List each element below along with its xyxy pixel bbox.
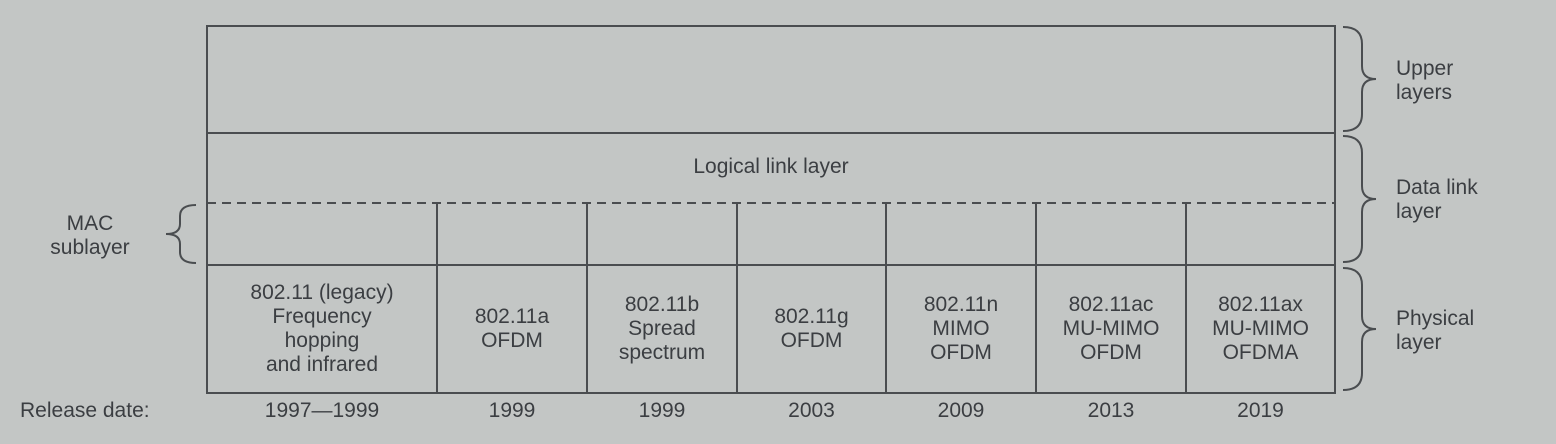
mac-sublayer-label: MAC sublayer xyxy=(30,212,150,260)
standard-cell-80211n: 802.11n MIMO OFDM xyxy=(886,266,1036,392)
standard-cell-legacy: 802.11 (legacy) Frequency hopping and in… xyxy=(207,266,437,392)
logical-link-layer-label: Logical link layer xyxy=(693,155,849,178)
release-date-80211ax: 2019 xyxy=(1237,399,1284,422)
data-link-layer-brace xyxy=(1342,135,1377,263)
upper-layers-label-line: layers xyxy=(1396,81,1453,104)
standard-tech: MU-MIMO xyxy=(1062,317,1160,340)
physical-label-line: Physical xyxy=(1396,307,1475,330)
standard-tech: OFDM xyxy=(1080,341,1142,364)
release-date-80211n: 2009 xyxy=(937,399,985,422)
mac-label-line: sublayer xyxy=(50,236,130,259)
data-link-label-line: Data link xyxy=(1396,176,1478,199)
standard-tech: hopping xyxy=(284,329,360,352)
upper-layers-brace xyxy=(1342,26,1377,132)
standard-tech: spectrum xyxy=(618,341,706,364)
standard-cell-80211g: 802.11g OFDM xyxy=(737,266,886,392)
standard-name: 802.11ax xyxy=(1218,293,1303,316)
mac-sublayer-brace xyxy=(165,204,197,264)
data-link-layer-label: Data link layer xyxy=(1396,176,1478,224)
data-link-label-line: layer xyxy=(1396,200,1442,223)
standard-tech: MIMO xyxy=(932,317,990,340)
standard-tech: MU-MIMO xyxy=(1212,317,1309,340)
physical-layer-label: Physical layer xyxy=(1396,307,1474,355)
standard-tech: Frequency xyxy=(272,305,372,328)
standard-name: 802.11 (legacy) xyxy=(250,281,394,304)
release-date-label: Release date: xyxy=(20,399,150,422)
standard-name: 802.11a xyxy=(474,305,550,328)
standard-cell-80211ax: 802.11ax MU-MIMO OFDMA xyxy=(1186,266,1335,392)
standard-tech: and infrared xyxy=(265,353,379,376)
release-date-legacy: 1997—1999 xyxy=(264,399,380,422)
standard-tech: OFDM xyxy=(481,329,543,352)
standard-tech: OFDMA xyxy=(1222,341,1299,364)
release-date-80211a: 1999 xyxy=(488,399,536,422)
stack-frame xyxy=(206,25,1336,394)
physical-label-line: layer xyxy=(1396,331,1442,354)
standard-tech: OFDM xyxy=(930,341,992,364)
standard-name: 802.11ac xyxy=(1068,293,1154,316)
standard-tech: Spread xyxy=(628,317,696,340)
physical-layer-brace xyxy=(1342,267,1377,391)
release-date-80211g: 2003 xyxy=(788,399,835,422)
upper-layers-label: Upper layers xyxy=(1396,57,1453,105)
standard-tech: OFDM xyxy=(780,329,843,352)
standard-cell-80211b: 802.11b Spread spectrum xyxy=(587,266,737,392)
standard-cell-80211a: 802.11a OFDM xyxy=(437,266,587,392)
standard-name: 802.11g xyxy=(774,305,849,328)
mac-label-line: MAC xyxy=(66,212,114,235)
standard-name: 802.11n xyxy=(923,293,999,316)
standard-name: 802.11b xyxy=(624,293,700,316)
standard-cell-80211ac: 802.11ac MU-MIMO OFDM xyxy=(1036,266,1186,392)
release-date-80211b: 1999 xyxy=(638,399,686,422)
upper-layers-label-line: Upper xyxy=(1396,57,1454,80)
release-date-80211ac: 2013 xyxy=(1087,399,1135,422)
